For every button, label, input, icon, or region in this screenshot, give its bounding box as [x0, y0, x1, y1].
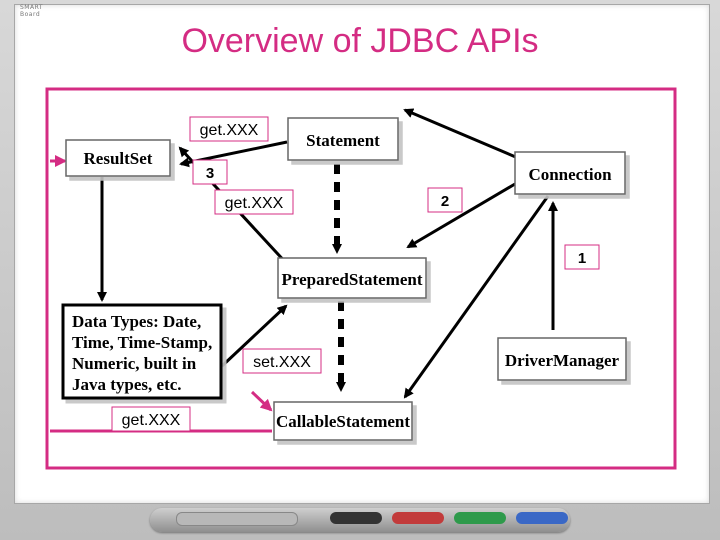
label-num-3: 3 [192, 159, 228, 185]
statement-label: Statement [306, 131, 380, 150]
arrow-connection-to-prepared [406, 182, 516, 249]
datatypes-box: Data Types: Date, Time, Time-Stamp, Nume… [61, 303, 223, 400]
arrow-connection-to-statement [403, 108, 519, 160]
label-set-text: set.XXX [253, 354, 311, 371]
eraser[interactable] [176, 512, 298, 526]
green-marker[interactable] [454, 512, 506, 524]
datatypes-line-1: Data Types: Date, [72, 312, 201, 331]
blue-marker[interactable] [516, 512, 568, 524]
label-num-1-text: 1 [578, 250, 586, 267]
drivermanager-label: DriverManager [505, 351, 620, 370]
arrow-callable-to-prepared [220, 304, 288, 368]
label-get-bottom: get.XXX [111, 406, 191, 432]
slide-title: Overview of JDBC APIs [181, 22, 539, 60]
red-marker[interactable] [392, 512, 444, 524]
diagram-frame [45, 87, 677, 470]
callable-statement-label: CallableStatement [276, 412, 410, 431]
connection-label: Connection [528, 165, 612, 184]
label-get-mid-text: get.XXX [225, 195, 284, 212]
arrow-connection-to-callable [403, 195, 550, 399]
label-num-3-text: 3 [206, 165, 214, 182]
prepared-statement-box: PreparedStatement [277, 257, 427, 299]
drivermanager-box: DriverManager [497, 337, 627, 381]
resultset-label: ResultSet [84, 149, 153, 168]
brand-logo: SMART Board [20, 4, 43, 18]
label-num-2: 2 [427, 187, 463, 213]
datatypes-line-3: Numeric, built in [72, 354, 197, 373]
connection-box: Connection [514, 151, 626, 195]
resultset-box: ResultSet [65, 139, 171, 177]
label-get-top-text: get.XXX [200, 122, 259, 139]
pink-arrow-set-to-callable [250, 390, 273, 412]
label-num-1: 1 [564, 244, 600, 270]
black-marker[interactable] [330, 512, 382, 524]
label-get-mid: get.XXX [214, 189, 294, 215]
prepared-statement-label: PreparedStatement [281, 270, 422, 289]
label-set: set.XXX [242, 348, 322, 374]
label-get-bottom-text: get.XXX [122, 412, 181, 429]
label-num-2-text: 2 [441, 193, 449, 210]
statement-box: Statement [287, 117, 399, 161]
datatypes-line-4: Java types, etc. [72, 375, 182, 394]
callable-statement-box: CallableStatement [273, 401, 413, 441]
label-get-top: get.XXX [189, 116, 269, 142]
datatypes-line-2: Time, Time-Stamp, [72, 333, 212, 352]
